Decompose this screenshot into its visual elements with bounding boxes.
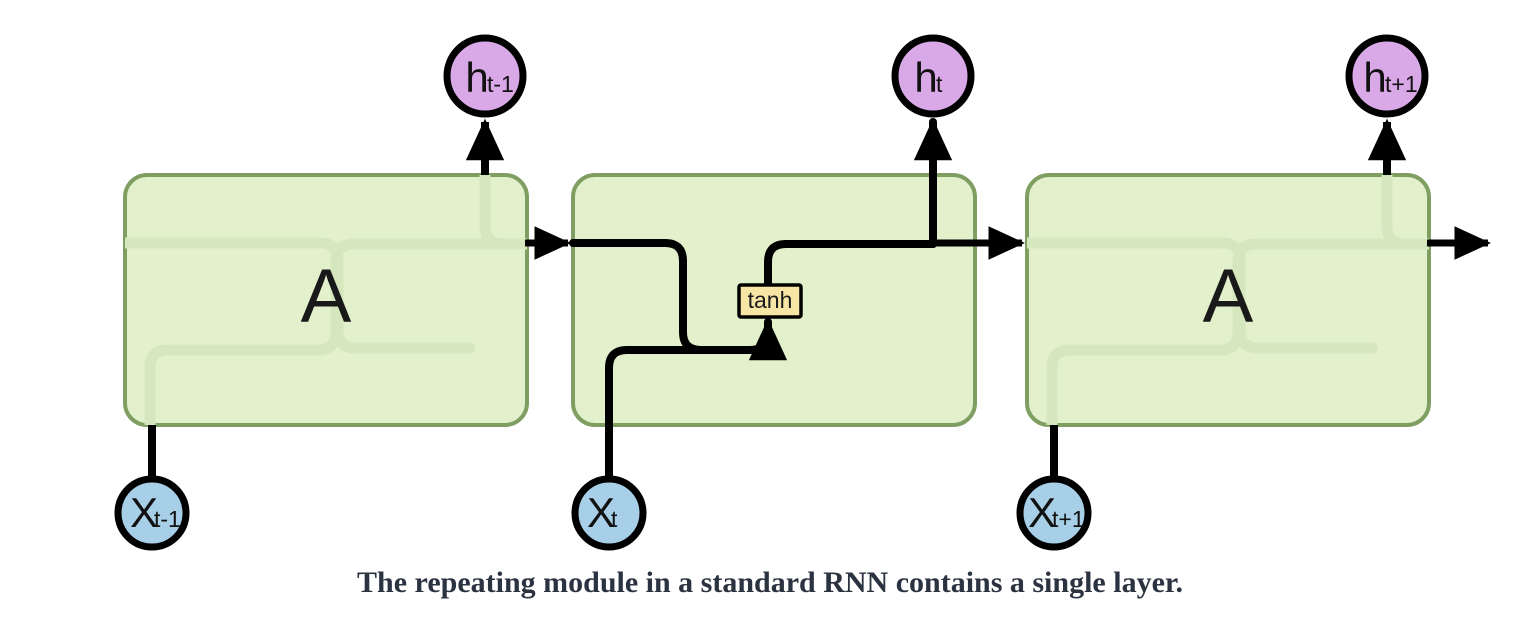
- cell-next: A: [1025, 173, 1431, 427]
- wire-tanh-to-state-out: [764, 240, 937, 289]
- op-tanh-box[interactable]: [737, 283, 803, 319]
- h-prev-base: h: [465, 54, 488, 101]
- input-node-current[interactable]: X t: [571, 475, 647, 551]
- op-tanh[interactable]: tanh: [737, 283, 803, 319]
- wire-concat-into-tanh: [746, 318, 788, 361]
- h-prev-subscript: t-1: [487, 71, 514, 97]
- h-next-circle[interactable]: [1345, 34, 1429, 118]
- x-next-circle[interactable]: [1016, 475, 1092, 551]
- x-prev-subscript: t-1: [154, 506, 181, 532]
- input-node-next[interactable]: X t+1: [1016, 475, 1092, 551]
- wire-current-input-to-concat: [605, 346, 754, 549]
- x-curr-subscript: t: [611, 506, 618, 532]
- h-curr-subscript: t: [936, 71, 943, 97]
- hidden-state-node-prev[interactable]: h t-1: [443, 34, 527, 118]
- cell-prev-ghost-wiring: [125, 175, 527, 425]
- h-next-base: h: [1363, 54, 1386, 101]
- x-prev-base: X: [130, 489, 158, 536]
- x-curr-base: X: [587, 489, 615, 536]
- h-prev-circle[interactable]: [443, 34, 527, 118]
- x-next-subscript: t+1: [1052, 506, 1085, 532]
- h-curr-base: h: [914, 54, 937, 101]
- cell-prev-label: A: [301, 254, 352, 339]
- input-node-prev[interactable]: X t-1: [114, 475, 190, 551]
- x-curr-circle[interactable]: [571, 475, 647, 551]
- cell-next-ghost-wiring: [1027, 175, 1429, 425]
- h-next-subscript: t+1: [1385, 71, 1418, 97]
- op-tanh-label: tanh: [748, 287, 793, 313]
- x-next-base: X: [1028, 489, 1056, 536]
- h-curr-circle[interactable]: [891, 34, 975, 118]
- cell-next-label: A: [1203, 254, 1254, 339]
- figure-caption: The repeating module in a standard RNN c…: [357, 566, 1183, 599]
- x-prev-circle[interactable]: [114, 475, 190, 551]
- hidden-state-node-current[interactable]: h t: [891, 34, 975, 118]
- cell-prev: A: [123, 173, 529, 427]
- hidden-state-node-next[interactable]: h t+1: [1345, 34, 1429, 118]
